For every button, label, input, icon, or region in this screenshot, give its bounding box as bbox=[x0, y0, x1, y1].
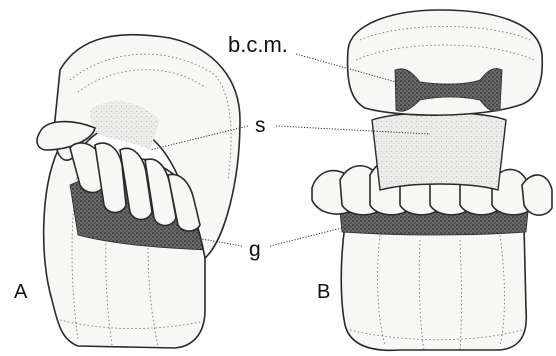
leader-g-b bbox=[270, 226, 350, 246]
label-s: s bbox=[255, 114, 266, 137]
specimen-a bbox=[37, 35, 240, 348]
specimen-b bbox=[312, 10, 552, 350]
panel-label-a: A bbox=[14, 281, 28, 303]
specimen-b-stomach bbox=[372, 113, 506, 191]
panel-label-b: B bbox=[317, 281, 330, 303]
label-g: g bbox=[249, 238, 261, 261]
specimen-b-body bbox=[341, 225, 526, 350]
specimen-b-bell bbox=[348, 10, 543, 115]
label-bcm: b.c.m. bbox=[228, 32, 288, 57]
